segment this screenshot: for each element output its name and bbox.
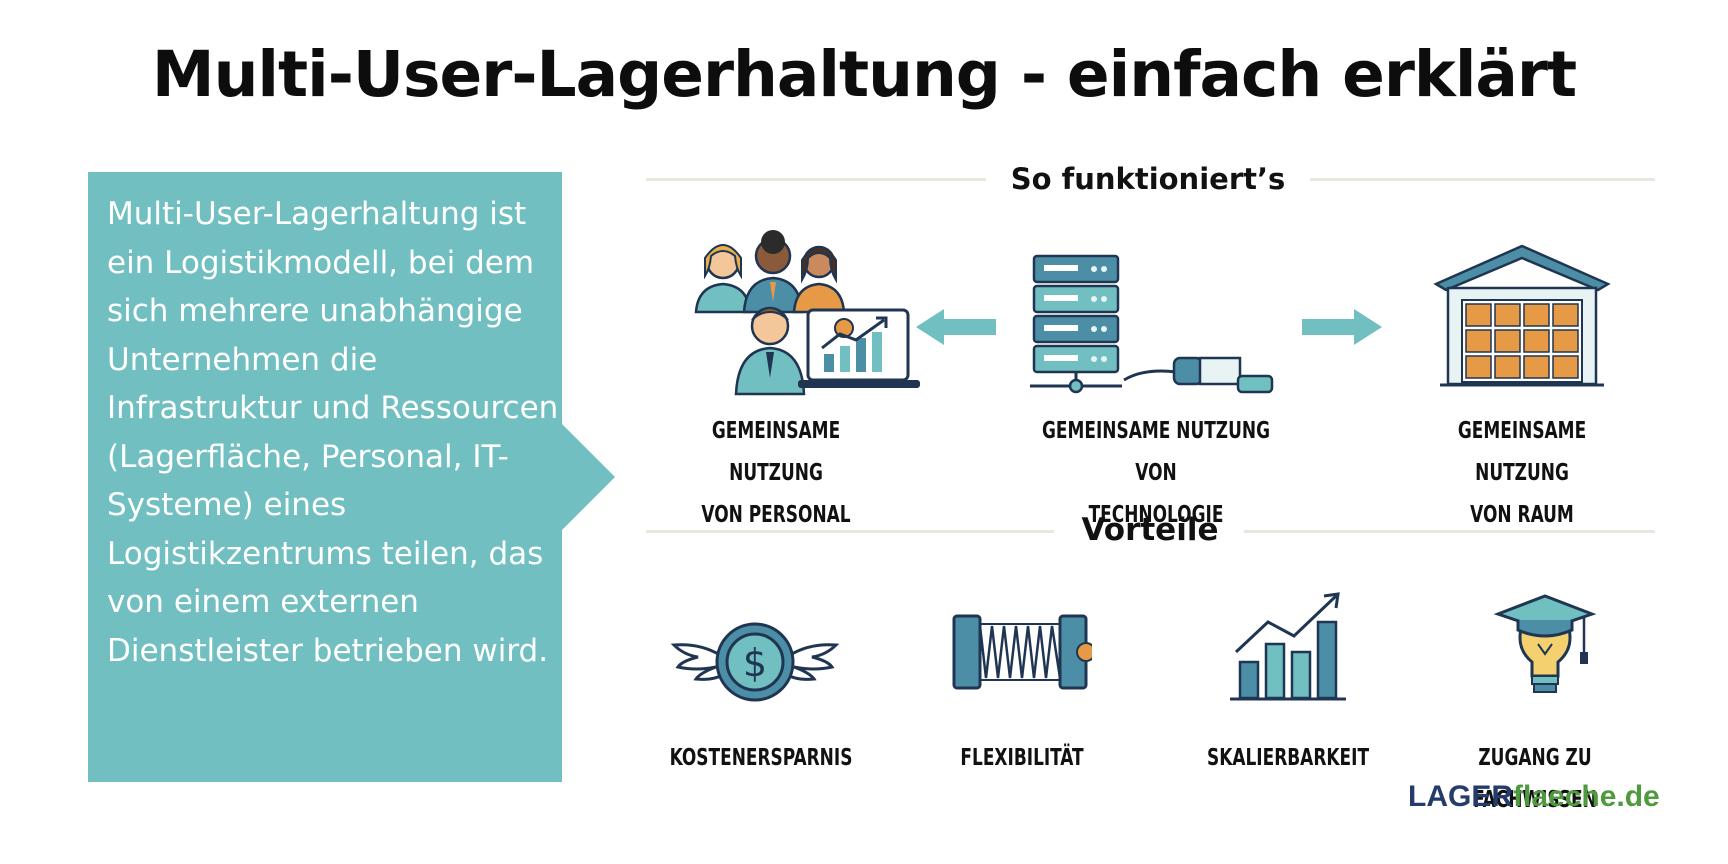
arrow-left-icon [916, 309, 996, 345]
caption-space-line2: VON RAUM [1470, 502, 1574, 528]
page-title: Multi-User-Lagerhaltung - einfach erklär… [151, 38, 1577, 111]
caption-personal: GEMEINSAME NUTZUNG VON PERSONAL [678, 410, 875, 536]
logo-part-flaeche: flaeche.de [1513, 780, 1660, 813]
benefit-label-kostenersparnis: KOSTENERSPARNIS [669, 745, 853, 771]
caption-technology-line1: GEMEINSAME NUTZUNG VON [1041, 418, 1271, 486]
logo-part-lager: LAGER [1408, 780, 1513, 813]
definition-text: Multi-User-Lagerhaltung ist ein Logistik… [107, 196, 559, 669]
growth-bar-chart-icon [1230, 592, 1346, 701]
graduation-cap-lightbulb-icon [1493, 594, 1597, 693]
caption-personal-line1: GEMEINSAME NUTZUNG [711, 418, 841, 486]
winged-dollar-coin-icon: $ [670, 622, 840, 702]
warehouse-icon [1433, 244, 1611, 387]
caption-personal-line2: VON PERSONAL [701, 502, 851, 528]
brand-logo: LAGERflaeche.de [1408, 780, 1660, 814]
arrow-right-icon [1302, 309, 1382, 345]
definition-box [88, 172, 562, 782]
benefit-label-skalierbarkeit: SKALIERBARKEIT [1206, 745, 1370, 771]
server-network-icon [1030, 254, 1274, 394]
spring-coil-icon [952, 614, 1092, 690]
svg-text:$: $ [743, 641, 767, 685]
section-divider-right [1310, 178, 1655, 181]
definition-box-pointer [561, 423, 615, 531]
benefit-label-flexibilitaet: FLEXIBILITÄT [960, 745, 1084, 771]
benefits-divider-left [646, 530, 1054, 533]
section-divider-left [646, 178, 986, 181]
section-title-how-it-works: So funktioniert’s [1010, 162, 1286, 196]
caption-technology: GEMEINSAME NUTZUNG VON TECHNOLOGIE [1033, 410, 1279, 536]
caption-technology-line2: TECHNOLOGIE [1088, 502, 1224, 528]
benefit-label-zugang-zu-fachwissen: ZUGANG ZU FACHWISSEN [1473, 745, 1597, 813]
caption-space-line1: GEMEINSAME NUTZUNG [1457, 418, 1587, 486]
benefits-divider-right [1244, 530, 1655, 533]
section-title-benefits: Vorteile [1081, 512, 1219, 548]
team-with-laptop-icon [694, 230, 920, 396]
caption-space: GEMEINSAME NUTZUNG VON RAUM [1424, 410, 1621, 536]
